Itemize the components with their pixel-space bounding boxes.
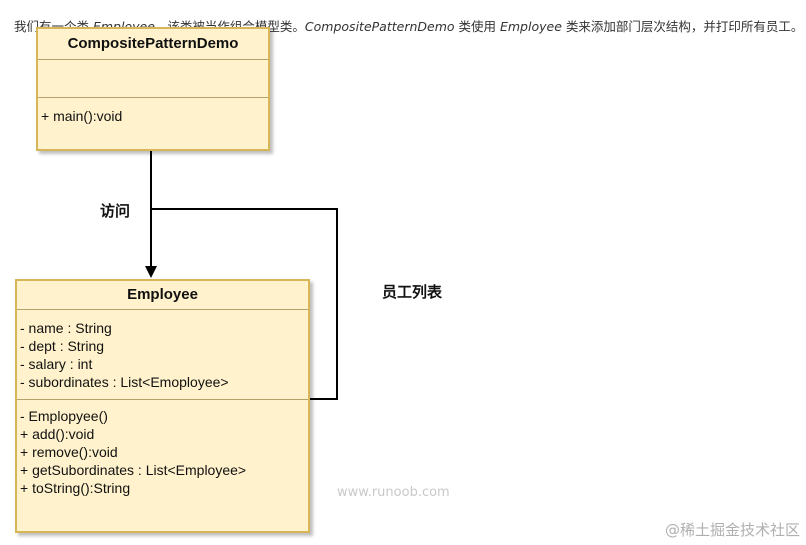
employee-list-label: 员工列表 [382, 283, 443, 301]
operation-row: + remove():void [20, 444, 118, 460]
access-label: 访问 [100, 202, 131, 220]
class-operations: + main():void [38, 98, 268, 125]
class-operations: - Emplopyee() + add():void + remove():vo… [17, 400, 308, 497]
class-separator [17, 399, 308, 400]
class-attributes [38, 60, 268, 97]
access-arrow-head [145, 266, 157, 278]
class-separator [38, 97, 268, 98]
attribute-row: - salary : int [20, 356, 93, 372]
operation-row: + toString():String [20, 480, 131, 496]
operation-row: + add():void [20, 426, 95, 442]
runoob-watermark: www.runoob.com [337, 485, 450, 500]
attribute-row: - dept : String [20, 338, 105, 354]
operation-row: + main():void [41, 108, 123, 124]
class-attributes: - name : String - dept : String - salary… [17, 310, 308, 399]
attribute-row: - name : String [20, 320, 112, 336]
employee-class: Employee - name : String - dept : String… [15, 279, 310, 533]
operation-row: + getSubordinates : List<Employee> [20, 462, 247, 478]
class-separator [17, 309, 308, 310]
juejin-watermark: @稀土掘金技术社区 [664, 521, 800, 539]
subordinates-loop-line [151, 208, 338, 400]
class-name: Employee [127, 286, 198, 303]
class-name: CompositePatternDemo [67, 35, 239, 52]
operation-row: - Emplopyee() [20, 408, 108, 424]
composite-pattern-demo-class: CompositePatternDemo + main():void [36, 27, 270, 151]
class-separator [38, 59, 268, 60]
attribute-row: - subordinates : List<Emoployee> [20, 374, 229, 390]
